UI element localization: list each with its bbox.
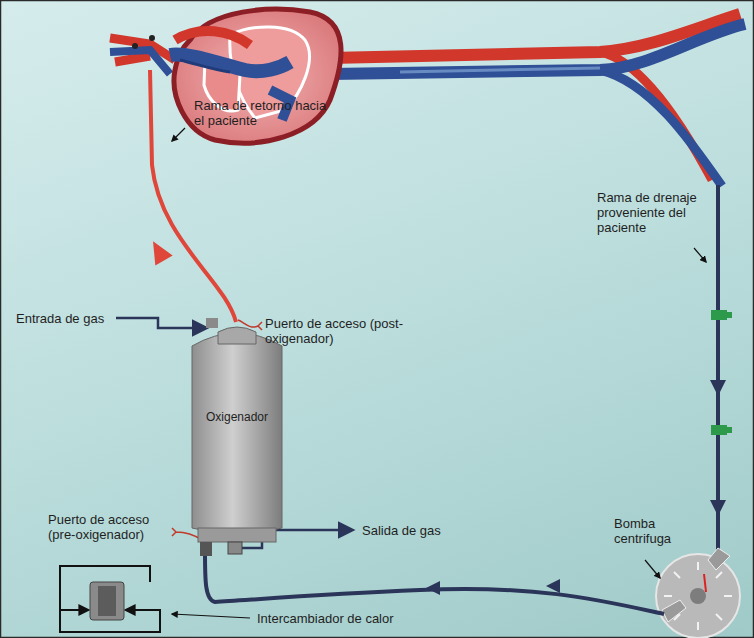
callout-label: Intercambiador de calor: [257, 611, 427, 626]
oxygenator: Oxigenador: [188, 318, 286, 558]
callout-label: Entrada de gas: [16, 311, 126, 326]
callout-label: Salida de gas: [362, 523, 482, 538]
heart: [170, 9, 341, 143]
callout-label: Bomba centrifuga: [614, 516, 694, 546]
flow-arrow: [546, 579, 560, 593]
heat-exchanger: [60, 566, 250, 632]
callout-label: Rama de drenaje proveniente del paciente: [597, 190, 709, 235]
flow-arrow: [144, 236, 172, 265]
oxygenator-shape: [188, 318, 286, 558]
centrifugal-pump: [645, 548, 740, 638]
callout-label: Puerto de acceso (post-oxigenador): [265, 316, 405, 346]
callout-label: Puerto de acceso (pre-oxigenador): [48, 512, 172, 542]
gas-lines: [116, 318, 352, 548]
callout-label: Rama de retorno hacia el paciente: [194, 98, 334, 128]
pump-outflow-line: [205, 552, 664, 614]
flow-arrow: [426, 581, 440, 595]
drainage-limb: [694, 185, 732, 555]
leader-arrow: [172, 128, 185, 141]
